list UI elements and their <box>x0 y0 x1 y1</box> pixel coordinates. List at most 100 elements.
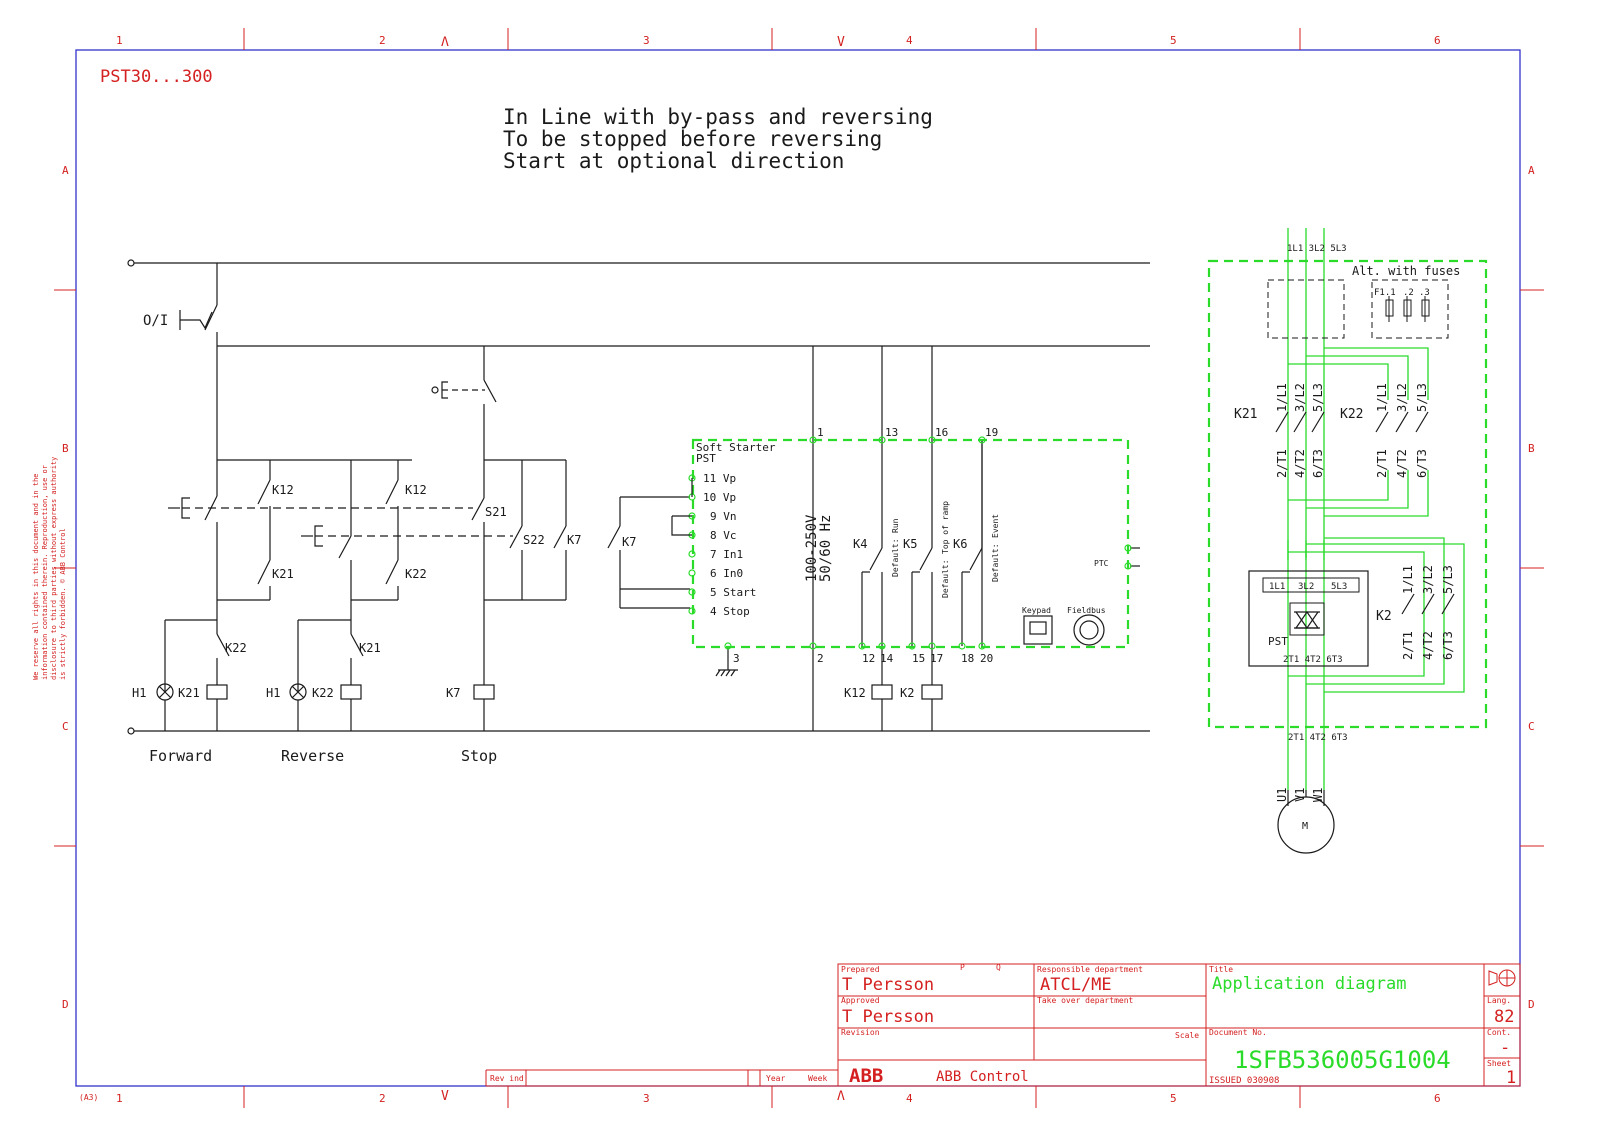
coil-label: K21 <box>178 686 200 700</box>
terminal-number: 17 <box>930 652 943 665</box>
svg-text:U1: U1 <box>1275 788 1289 802</box>
input-terminal: 11 Vp <box>703 472 736 485</box>
copyright-notice: We reserve all rights in this document a… <box>32 457 67 680</box>
col-number: 5 <box>1170 1092 1177 1105</box>
take-over-label: Take over department <box>1037 996 1134 1005</box>
softstarter-boundary <box>691 438 1130 649</box>
svg-text:disclosure to third parties wi: disclosure to third parties without expr… <box>50 457 58 680</box>
input-terminal: 4 Stop <box>710 605 750 618</box>
svg-text:4/T2: 4/T2 <box>1395 449 1409 478</box>
contactor-label: K2 <box>1376 609 1392 624</box>
svg-text:4/T2: 4/T2 <box>1421 631 1435 660</box>
input-terminal: 6 In0 <box>710 567 743 580</box>
contact-label: K21 <box>272 567 294 581</box>
col-number: 5 <box>1170 34 1177 47</box>
title-label: Title <box>1209 965 1233 974</box>
sheet-frame: 1 2 3 4 5 6 1 2 3 4 5 6 A B C D A B C D … <box>32 28 1544 1108</box>
main-terminal-labels: 1/L1 3/L2 5/L3 2/T1 4/T2 6/T3 1/L1 3/L2 … <box>1275 383 1455 802</box>
col-number: 3 <box>643 1092 650 1105</box>
approved-by: T Persson <box>842 1007 934 1027</box>
terminal-number: 20 <box>980 652 993 665</box>
company-name: ABB Control <box>936 1069 1029 1085</box>
coil-label: K7 <box>446 686 460 700</box>
prepared-label: Prepared <box>841 965 880 974</box>
pst-label: PST <box>1268 635 1288 648</box>
p-label: P <box>960 963 965 972</box>
motor-label: M <box>1302 821 1308 832</box>
keypad-label: Keypad <box>1022 606 1051 615</box>
coil-label: K2 <box>900 686 914 700</box>
alt-fuses-label: Alt. with fuses <box>1352 264 1460 278</box>
svg-text:W1: W1 <box>1311 788 1325 802</box>
col-number: 6 <box>1434 1092 1441 1105</box>
svg-text:information contained therein.: information contained therein. Reproduct… <box>41 465 49 680</box>
language-code: 82 <box>1494 1007 1514 1027</box>
relay-default: Default: <box>941 559 950 598</box>
svg-text:3/L2: 3/L2 <box>1293 383 1307 412</box>
svg-text:To be stopped before reversing: To be stopped before reversing <box>503 127 882 151</box>
supply-terminals: 1L1 3L2 5L3 <box>1287 244 1347 254</box>
svg-text:4/T2: 4/T2 <box>1293 449 1307 478</box>
responsible-department: ATCL/ME <box>1040 975 1112 995</box>
week-label: Week <box>808 1074 827 1083</box>
product-label: PST30...300 <box>100 67 213 87</box>
col-number: 2 <box>379 34 386 47</box>
svg-text:V1: V1 <box>1293 788 1307 802</box>
fold-mark: Λ <box>441 35 449 50</box>
svg-text:In Line with by-pass and rever: In Line with by-pass and reversing <box>503 105 933 129</box>
rev-ind-label: Rev ind <box>490 1074 524 1083</box>
resp-dept-label: Responsible department <box>1037 965 1143 974</box>
main-switch-label: O/I <box>143 313 168 329</box>
svg-text:6/T3: 6/T3 <box>1441 631 1455 660</box>
input-terminal: 9 Vn <box>710 510 737 523</box>
contact-label: K21 <box>359 641 381 655</box>
title-block <box>485 963 1521 1087</box>
contact-label: K12 <box>272 483 294 497</box>
contactor-label: K21 <box>1234 407 1257 422</box>
contactor-label: K22 <box>1340 407 1363 422</box>
main-circuit <box>1207 228 1488 854</box>
input-terminal: 5 Start <box>710 586 756 599</box>
svg-text:1/L1: 1/L1 <box>1275 383 1289 412</box>
continuation: - <box>1500 1038 1510 1058</box>
contact-label: K22 <box>225 641 247 655</box>
terminal-number: 18 <box>961 652 974 665</box>
lamp-label: H1 <box>132 686 146 700</box>
relay-function: Top of ramp <box>941 501 950 554</box>
svg-text:2/T1: 2/T1 <box>1375 449 1389 478</box>
col-number: 3 <box>643 34 650 47</box>
revision-label: Revision <box>841 1028 880 1037</box>
col-number: 4 <box>906 1092 913 1105</box>
input-terminal: 8 Vc <box>710 529 737 542</box>
abb-logo: ABB <box>849 1065 883 1087</box>
row-letter: B <box>1528 442 1535 455</box>
scale-label: Scale <box>1175 1031 1199 1040</box>
input-terminal: 10 Vp <box>703 491 736 504</box>
row-letter: B <box>62 442 69 455</box>
label-forward: Forward <box>149 747 212 765</box>
control-circuit <box>127 259 1150 735</box>
label-reverse: Reverse <box>281 747 344 765</box>
terminal-number: 16 <box>935 426 948 439</box>
drawing-title: Application diagram <box>1212 974 1406 994</box>
row-letter: D <box>1528 998 1535 1011</box>
col-number: 6 <box>1434 34 1441 47</box>
lamp-label: H1 <box>266 686 280 700</box>
softstarter-model: PST <box>696 452 716 465</box>
relay-label: K6 <box>953 537 967 551</box>
relay-function: Run <box>891 518 900 533</box>
relay-label: K4 <box>853 537 867 551</box>
sheet-number: 1 <box>1506 1068 1516 1088</box>
fuse-label: F1.1 <box>1374 288 1396 298</box>
svg-text:3/L2: 3/L2 <box>1395 383 1409 412</box>
terminal-number: 2 <box>817 652 824 665</box>
relay-default: Default: <box>891 538 900 577</box>
contact-label: K7 <box>567 533 581 547</box>
fuse-label: .3 <box>1419 288 1430 298</box>
svg-text:1/L1: 1/L1 <box>1401 565 1415 594</box>
row-letter: A <box>62 164 69 177</box>
col-number: 2 <box>379 1092 386 1105</box>
svg-text:3/L2: 3/L2 <box>1421 565 1435 594</box>
fold-mark: Λ <box>837 1089 845 1104</box>
